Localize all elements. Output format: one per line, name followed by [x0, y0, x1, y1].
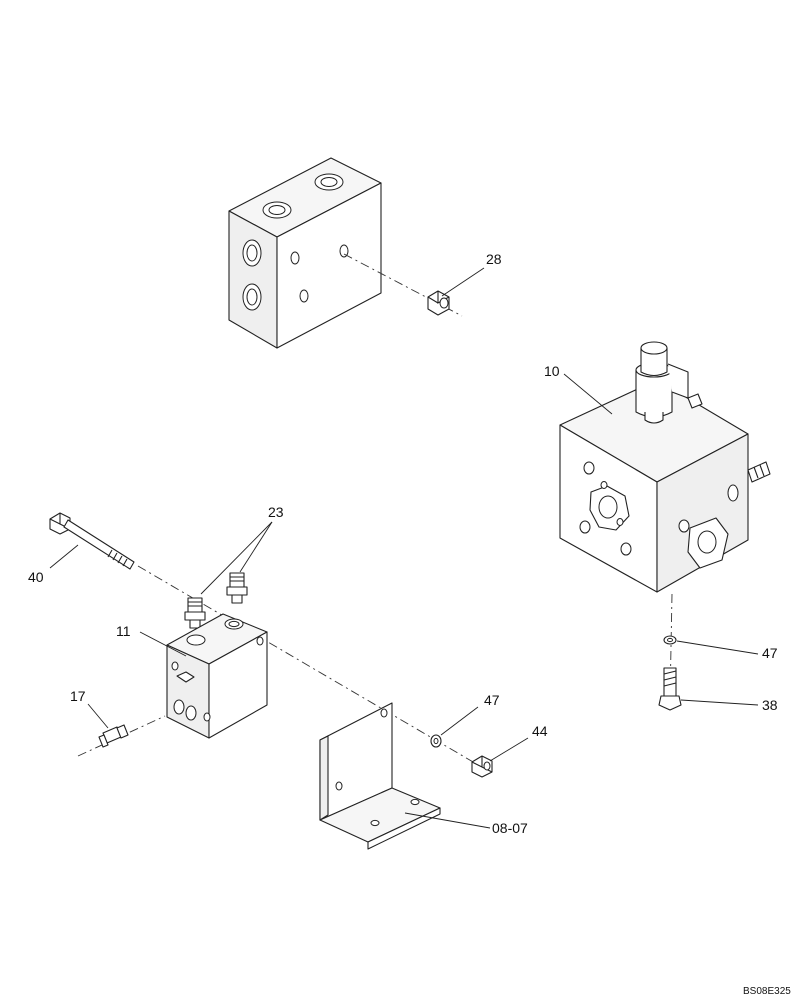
leader-23-a — [200, 521, 273, 595]
bracket-part-08-07 — [319, 702, 441, 850]
fitting-part-23-right — [226, 572, 248, 604]
callout-44: 44 — [532, 723, 548, 739]
leader-11 — [139, 631, 187, 657]
centerline-40-to-44 — [137, 565, 481, 767]
callout-08-07: 08-07 — [492, 820, 528, 836]
callout-47-right: 47 — [762, 645, 778, 661]
fitting-part-23-left — [184, 597, 206, 629]
leader-08-07 — [404, 812, 491, 829]
leader-47-left — [440, 706, 479, 736]
washer-part-47-left — [430, 734, 442, 748]
upper-manifold-block — [228, 157, 382, 349]
leader-40 — [49, 544, 79, 569]
leader-23-b — [239, 521, 273, 573]
fitting-part-17 — [98, 724, 129, 748]
leader-47-right — [676, 640, 759, 655]
callout-11: 11 — [116, 623, 131, 639]
drawing-code: BS08E325 — [743, 986, 791, 997]
leader-38 — [680, 699, 759, 706]
callout-38: 38 — [762, 697, 778, 713]
leader-28 — [441, 267, 485, 297]
callout-10: 10 — [544, 363, 560, 379]
callout-28: 28 — [486, 251, 502, 267]
bolt-part-40 — [49, 512, 135, 570]
valve-block-part-10 — [559, 341, 771, 593]
washer-part-47-right — [663, 635, 677, 645]
callout-23: 23 — [268, 504, 284, 520]
centerline-28 — [343, 253, 463, 317]
callout-47-left: 47 — [484, 692, 500, 708]
leader-17 — [87, 703, 109, 729]
callout-40: 40 — [28, 569, 44, 585]
plug-part-28 — [427, 290, 450, 316]
nut-part-44 — [471, 755, 493, 778]
centerline-17 — [77, 715, 166, 757]
leader-10 — [563, 373, 613, 415]
block-part-11 — [166, 613, 268, 739]
callout-17: 17 — [70, 688, 86, 704]
leader-44 — [489, 737, 529, 762]
bolt-part-38 — [658, 667, 682, 711]
